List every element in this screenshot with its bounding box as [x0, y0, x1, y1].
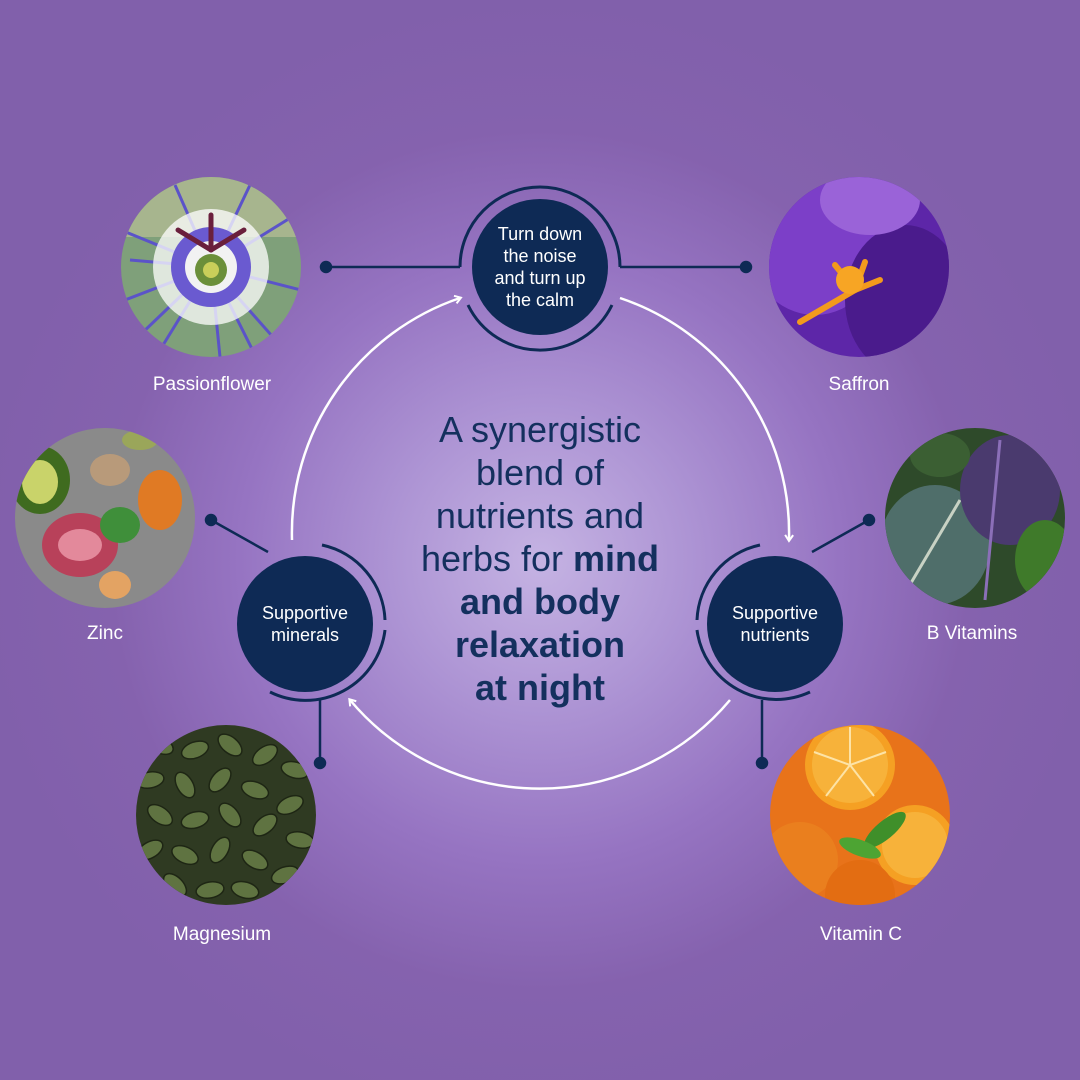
connectors	[204, 260, 876, 770]
magnesium-image	[136, 725, 316, 905]
hub-supportive-minerals: Supportive minerals	[237, 556, 373, 692]
arrow-left-to-top	[290, 294, 463, 541]
vitamin-c-image	[770, 725, 950, 905]
label-vitamin-c: Vitamin C	[819, 924, 902, 945]
hub-top-line-2: the noise	[503, 246, 577, 266]
arrow-top-to-right	[619, 296, 794, 543]
right-hub-ring-upper	[695, 543, 761, 621]
center-line-4-bold: mind	[573, 538, 660, 579]
center-line-3: nutrients and	[435, 495, 645, 536]
label-passionflower: Passionflower	[152, 374, 272, 395]
center-line-4: herbs for mind	[390, 537, 690, 580]
hub-top-line-3: and turn up	[494, 268, 586, 288]
hub-turn-down-the-noise: Turn down the noise and turn up the calm	[472, 199, 608, 335]
center-line-1: A synergistic	[438, 409, 642, 450]
b-vitamins-image	[885, 428, 1065, 608]
left-hub-ring-lower	[269, 629, 387, 702]
hub-supportive-nutrients: Supportive nutrients	[707, 556, 843, 692]
label-zinc: Zinc	[87, 623, 123, 644]
hub-right-line-1: Supportive	[731, 603, 819, 623]
passionflower-image	[121, 177, 301, 357]
center-line-2: blend of	[475, 452, 605, 493]
cycle-arrows	[290, 294, 794, 790]
label-saffron: Saffron	[828, 374, 890, 395]
saffron-image	[769, 177, 949, 357]
center-line-4-normal: herbs for	[420, 538, 564, 579]
hub-rings	[269, 185, 811, 702]
top-hub-ring-lower	[466, 304, 614, 352]
zinc-image	[15, 428, 195, 608]
label-magnesium: Magnesium	[172, 924, 272, 945]
arrow-right-to-left	[348, 697, 731, 790]
center-line-7: at night	[475, 667, 605, 708]
top-hub-ring-upper	[458, 185, 622, 268]
hub-top-line-1: Turn down	[497, 224, 583, 244]
hub-left-line-1: Supportive	[261, 603, 349, 623]
right-hub-ring-lower	[695, 629, 811, 701]
left-hub-ring-upper	[321, 543, 387, 621]
center-headline: A synergistic blend of nutrients and her…	[390, 408, 690, 709]
label-b-vitamins: B Vitamins	[926, 623, 1018, 644]
hub-left-line-2: minerals	[270, 625, 340, 645]
center-line-6: relaxation	[454, 624, 626, 665]
center-line-5: and body	[460, 581, 620, 622]
hub-top-line-4: the calm	[505, 290, 574, 310]
hub-right-line-2: nutrients	[740, 625, 810, 645]
